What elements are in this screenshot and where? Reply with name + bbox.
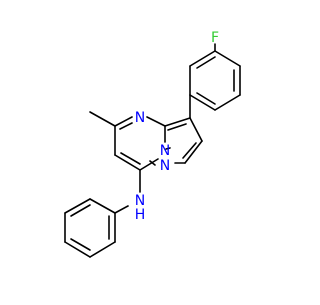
bond [89,111,116,127]
bond-double-inner [70,238,91,251]
fluorine-label: F [211,30,219,46]
bond [139,158,159,171]
bond-double-inner [196,92,216,105]
bond [146,116,166,127]
bond [189,50,216,67]
bond [114,205,129,214]
structure-canvas: F N N N N H [64,30,241,258]
bond-double-inner [182,142,197,159]
bond-double [184,140,203,164]
nitrogen-bridge-label: N [160,143,170,159]
bond [164,117,191,127]
bond [89,241,116,258]
bond [189,94,216,111]
bond-double-inner [196,56,216,69]
bond [114,116,133,127]
bond-double-inner [167,123,187,131]
amine-nitrogen-label: N [135,193,145,209]
nitrogen-pyrazole-label: N [160,158,170,174]
amine-hydrogen-label: H [135,207,146,223]
bond [64,241,91,258]
bond-double-inner [70,204,91,217]
bond [214,94,241,111]
bond [165,147,171,150]
bond [189,117,203,142]
bond [114,154,141,171]
molecule-diagram: F N N N N H [64,30,241,258]
bond-double-inner [120,152,141,165]
bond-double-inner [119,122,133,130]
nitrogen-n4-label: N [135,110,145,126]
bond [64,198,91,214]
bond [214,50,241,67]
bonds [64,43,241,258]
bond [89,198,116,214]
